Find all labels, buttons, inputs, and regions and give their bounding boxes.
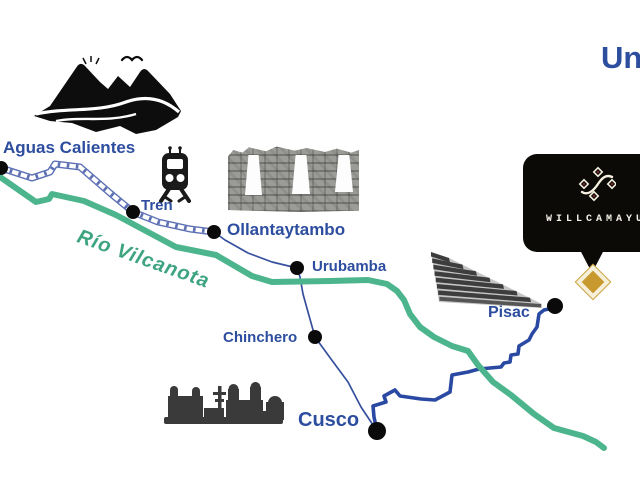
- label-tren: Tren: [141, 197, 173, 214]
- label-chinchero: Chinchero: [223, 329, 298, 346]
- label-pisac: Pisac: [488, 304, 530, 321]
- river-path: [0, 174, 607, 451]
- wall-niche: [245, 155, 262, 195]
- mountains-icon: [34, 55, 181, 134]
- railway-line: [0, 160, 218, 236]
- brand-name: WILLCAMAYU: [545, 214, 640, 225]
- page-title-partial: Un: [601, 40, 640, 75]
- valley-road: [213, 231, 378, 432]
- andean-cross-motif-icon: [578, 166, 616, 202]
- wall-niche: [335, 155, 353, 192]
- cusco-skyline-icon: [164, 382, 284, 424]
- location-marker-core: [581, 270, 605, 294]
- train-icon: [159, 146, 191, 203]
- ollantaytambo-dot: [207, 225, 221, 239]
- tren-dot: [126, 205, 140, 219]
- chinchero-dot: [308, 330, 322, 344]
- willcamayu-logo-card: WILLCAMAYU: [523, 154, 640, 252]
- label-aguas-calientes: Aguas Calientes: [3, 138, 136, 157]
- terraces-icon: [431, 252, 542, 308]
- label-cusco: Cusco: [298, 409, 360, 431]
- inca-wall-photo: [228, 146, 359, 212]
- cusco-pisac-road: [371, 304, 557, 433]
- label-urubamba: Urubamba: [312, 258, 387, 275]
- label-ollantaytambo: Ollantaytambo: [227, 220, 346, 239]
- wall-niche: [292, 155, 310, 194]
- cusco-dot: [368, 422, 386, 440]
- urubamba-dot: [290, 261, 304, 275]
- pisac-dot: [547, 298, 563, 314]
- aguas-calientes-dot: [0, 161, 8, 175]
- bird-icon: [120, 55, 144, 62]
